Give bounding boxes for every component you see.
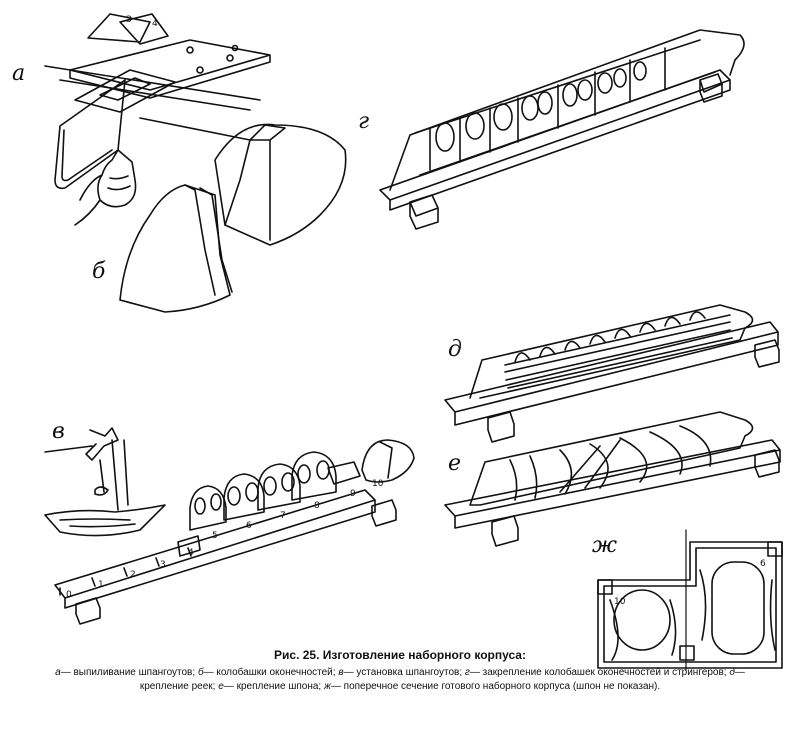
panel-label-v: в bbox=[52, 419, 65, 444]
stringer-corner bbox=[597, 541, 783, 661]
caption-key: е bbox=[218, 681, 224, 692]
template-number: 3 bbox=[126, 15, 132, 25]
panel-g-keel-assembly: г bbox=[358, 29, 745, 230]
caption-text: — закрепление колобашек оконечностей и с… bbox=[469, 667, 727, 678]
frame-number: 2 bbox=[130, 570, 136, 580]
support-block bbox=[487, 411, 515, 443]
panel-label-a: а bbox=[12, 61, 25, 86]
support-block bbox=[699, 73, 723, 103]
frame-number: 9 bbox=[350, 489, 356, 499]
section-hole-left bbox=[613, 589, 671, 651]
caption-title: Рис. 25. Изготовление наборного корпуса: bbox=[274, 648, 526, 662]
panel-label-d: д bbox=[448, 337, 462, 362]
caption-key: б bbox=[197, 667, 204, 678]
base-beam bbox=[444, 321, 779, 426]
frame-cutouts bbox=[189, 439, 415, 531]
panel-label-zh: ж bbox=[592, 533, 617, 558]
hammer bbox=[44, 427, 119, 461]
support-block bbox=[75, 597, 101, 625]
section-hole-right bbox=[711, 561, 765, 655]
caption-key: г bbox=[464, 667, 470, 678]
stern-block bbox=[119, 184, 231, 313]
caption-text: — установка шпангоутов; bbox=[343, 667, 463, 678]
caption-key: д bbox=[729, 667, 735, 678]
frame-blank bbox=[74, 69, 176, 113]
base-beam bbox=[379, 69, 731, 211]
hull-veneer bbox=[469, 411, 754, 506]
support-block bbox=[491, 515, 519, 547]
frame-number: 7 bbox=[280, 511, 286, 521]
hand bbox=[74, 149, 137, 226]
caption-key: а bbox=[55, 667, 61, 678]
frame-number: 6 bbox=[246, 521, 252, 531]
caption-body: а— выпиливание шпангоутов; б— колобашки … bbox=[30, 666, 770, 694]
frame-templates: 3 4 bbox=[87, 13, 169, 45]
caption-text: — поперечное сечение готового наборного … bbox=[330, 681, 661, 692]
hull-sides bbox=[389, 29, 745, 191]
section-number: 10 bbox=[614, 597, 626, 607]
section-number: 6 bbox=[760, 559, 766, 569]
template-number: 4 bbox=[152, 19, 158, 29]
panel-a-sawing-frames: а 3 4 bbox=[12, 13, 271, 226]
panel-v-frame-installation: в 0 1 2 3 4 5 6 7 8 9 10 bbox=[44, 419, 415, 625]
frame-rings bbox=[435, 61, 647, 152]
bow-end-block bbox=[361, 439, 415, 483]
caption-text: — выпиливание шпангоутов; bbox=[60, 667, 196, 678]
bow-block bbox=[214, 123, 347, 246]
caption-text: — колобашки оконечностей; bbox=[203, 667, 336, 678]
caption-text: — крепление реек; bbox=[139, 667, 745, 692]
frame-number: 8 bbox=[314, 501, 320, 511]
nail-and-wood bbox=[44, 439, 166, 537]
saw-board bbox=[69, 39, 271, 99]
caption-text: — крепление шпона; bbox=[223, 681, 322, 692]
panel-e-veneer: е bbox=[444, 411, 781, 547]
panel-label-e: е bbox=[448, 451, 461, 476]
panel-b-end-blocks: б bbox=[92, 123, 347, 313]
frame-number: 5 bbox=[212, 531, 218, 541]
panel-d-stringers: д bbox=[444, 304, 780, 443]
frame-arches bbox=[514, 311, 706, 363]
panel-label-b: б bbox=[92, 259, 106, 284]
base-beam bbox=[444, 439, 781, 529]
frame-number: 3 bbox=[160, 560, 166, 570]
caption-key: в bbox=[338, 667, 344, 678]
hull-body bbox=[469, 304, 754, 399]
support-block bbox=[754, 339, 780, 368]
figure-caption: Рис. 25. Изготовление наборного корпуса:… bbox=[30, 648, 770, 694]
support-block bbox=[409, 194, 439, 230]
panel-label-g: г bbox=[358, 109, 369, 134]
support-block bbox=[371, 499, 397, 527]
frame-number: 1 bbox=[98, 580, 104, 590]
frame-number: 0 bbox=[66, 590, 72, 600]
caption-key: ж bbox=[323, 681, 331, 692]
support-block bbox=[754, 449, 780, 478]
fret-saw-frame bbox=[54, 79, 126, 190]
keel-beam bbox=[54, 489, 376, 609]
frame-number: 10 bbox=[372, 479, 384, 489]
panel-zh-cross-section: ж 10 6 bbox=[592, 529, 783, 671]
